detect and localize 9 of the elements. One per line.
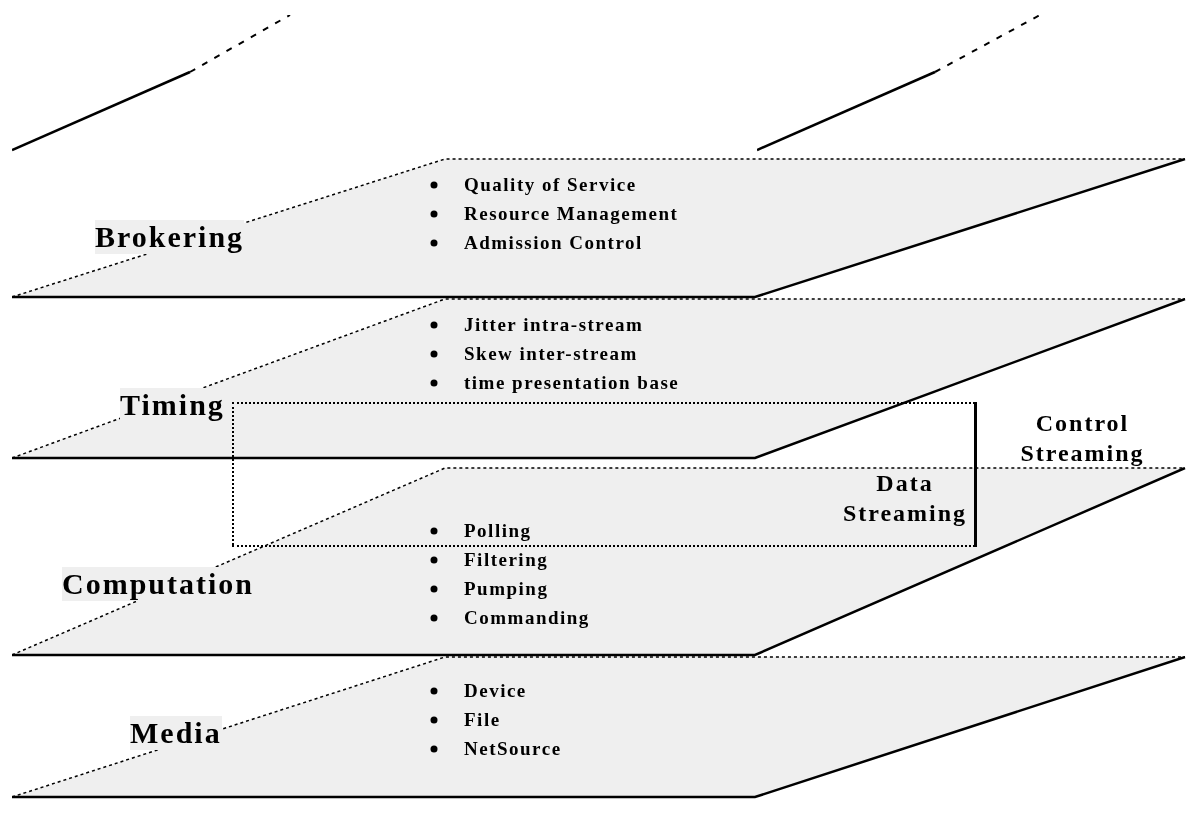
layer-plane — [12, 656, 1186, 799]
layer-title: Computation — [62, 567, 255, 601]
layer-title: Media — [130, 716, 222, 750]
layer-plane — [12, 158, 1186, 299]
layer-title: Timing — [120, 388, 225, 422]
layer-plane — [12, 467, 1186, 657]
layer-title: Brokering — [95, 220, 245, 254]
region-title: Control Streaming — [985, 408, 1180, 468]
region-title: Data Streaming — [840, 468, 970, 528]
